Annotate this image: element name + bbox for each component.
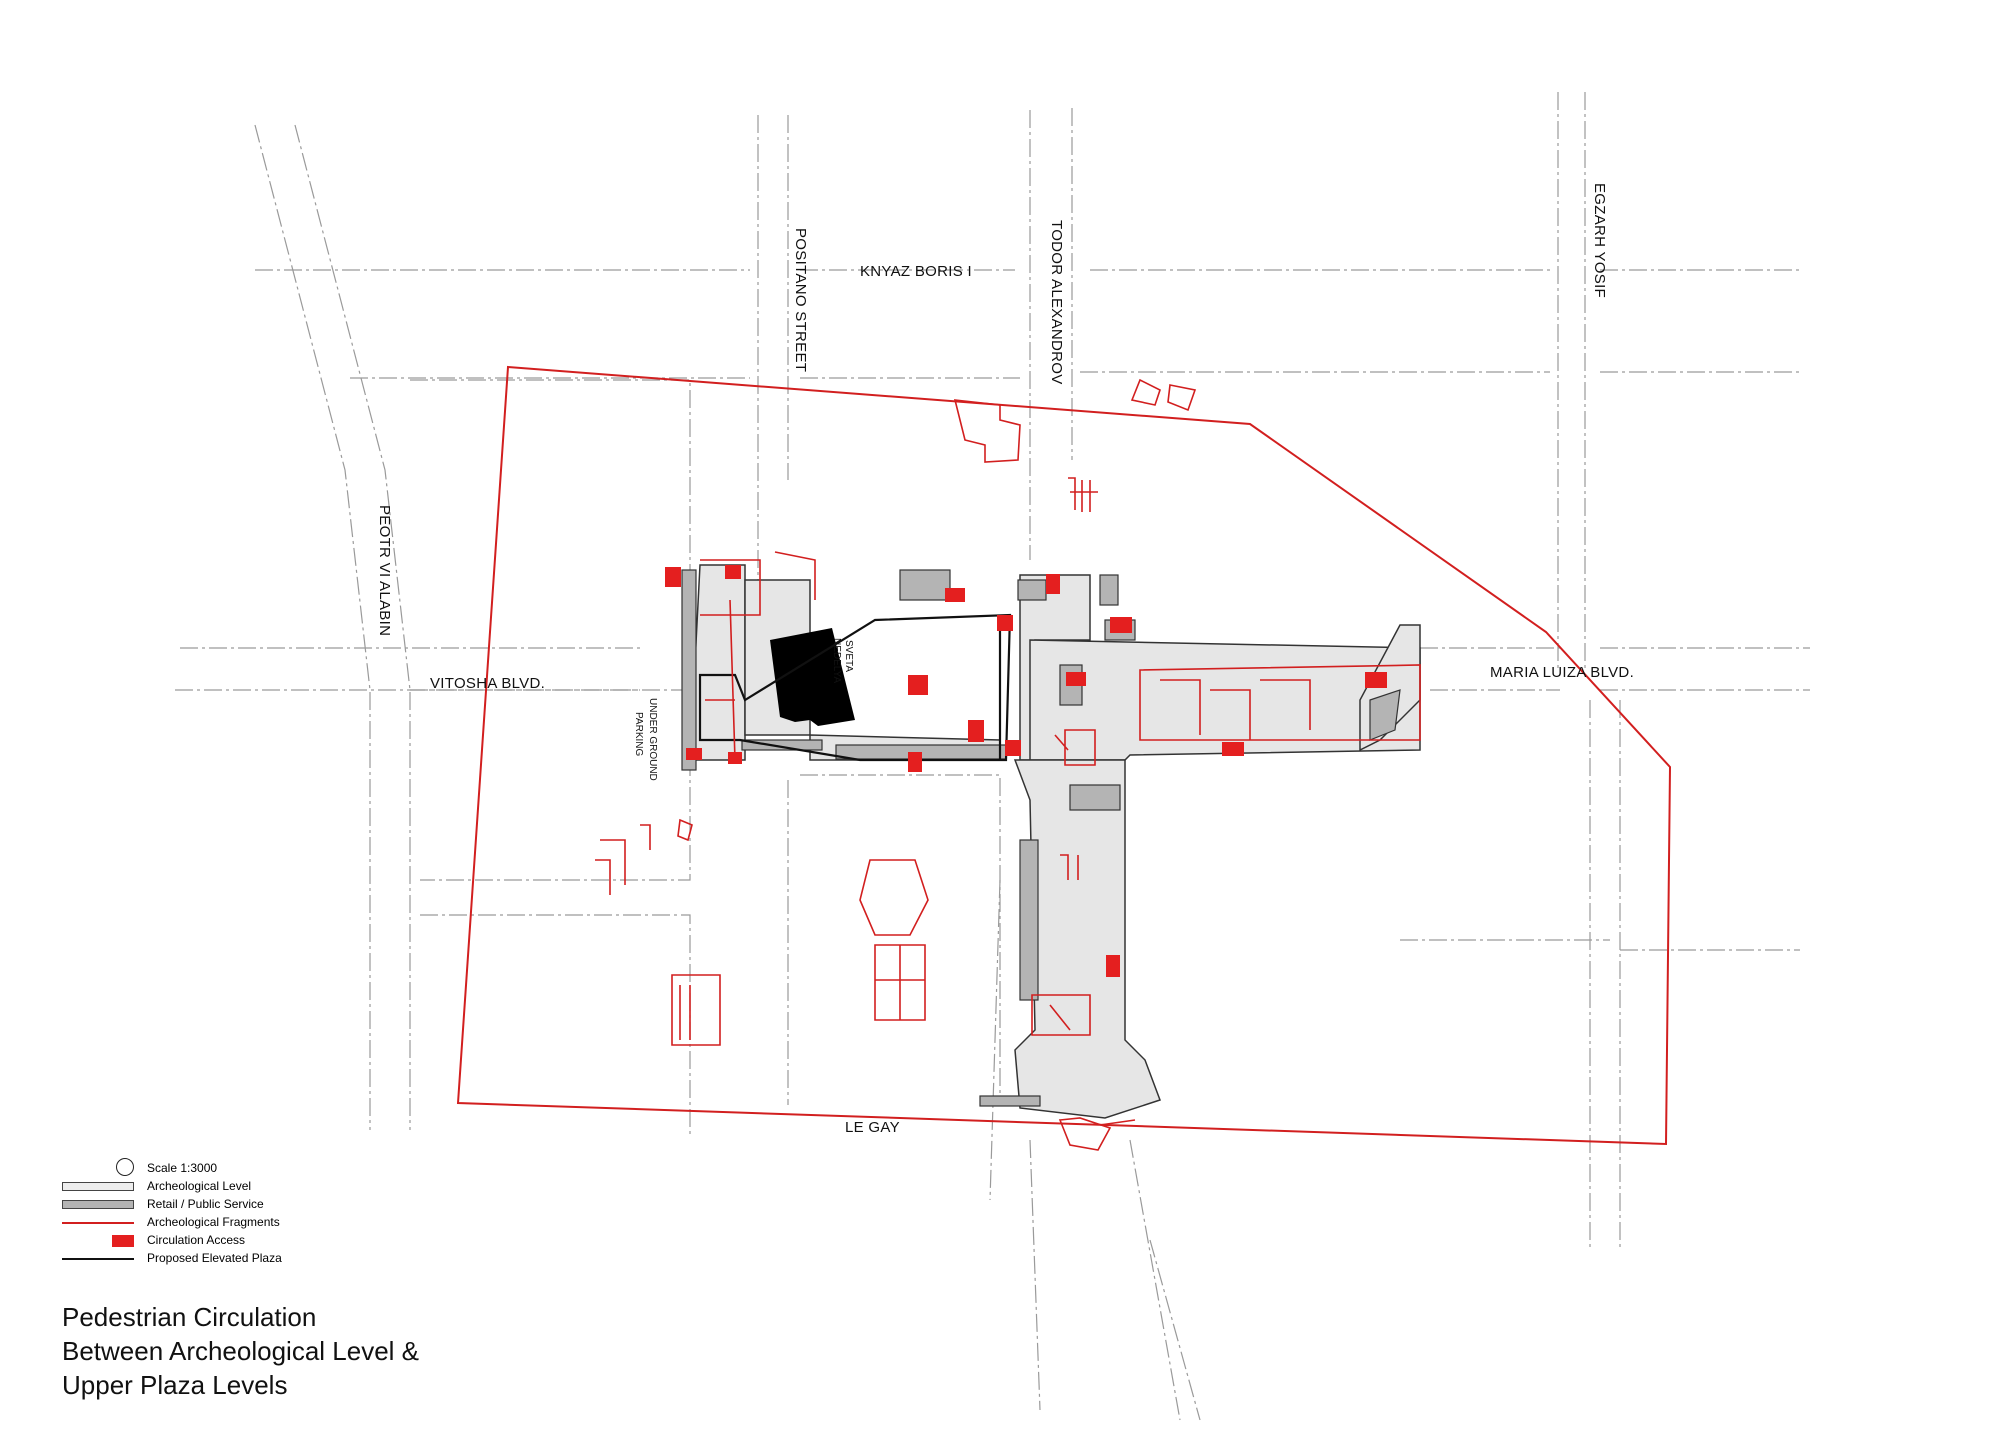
parking-label-line1: UNDER GROUND [647,698,658,781]
legend-fragments: Archeological Fragments [62,1214,382,1232]
street-label-peotr: PEOTR VI ALABIN [376,505,393,636]
title-line-1: Pedestrian Circulation [62,1302,317,1332]
title-line-2: Between Archeological Level & [62,1336,420,1366]
legend: Scale 1:3000 Archeological Level Retail … [62,1158,382,1268]
street-label-positano: POSITANO STREET [792,228,809,372]
legend-scale: Scale 1:3000 [62,1158,382,1178]
legend-retail: Retail / Public Service [62,1196,382,1214]
archeological-level [689,564,1421,1119]
street-grid [175,92,1810,1421]
proposed-elevated-plaza [698,613,1012,762]
church-label-line1: SVETA [843,640,854,672]
fragments-line-icon [62,1222,134,1224]
sveta-nedelya-church [770,628,855,726]
access-square-icon [112,1235,134,1247]
legend-access: Circulation Access [62,1232,382,1250]
archeological-level-swatch-icon [62,1182,134,1191]
street-label-vitosha: VITOSHA BLVD. [430,675,545,692]
street-label-egzarh: EGZARH YOSIF [1591,183,1608,298]
archeological-fragments [595,378,1421,1151]
drawing-title: Pedestrian Circulation Between Archeolog… [62,1300,419,1402]
legend-archeological-level: Archeological Level [62,1178,382,1196]
circulation-access-points [665,565,1387,977]
retail-swatch-icon [62,1200,134,1209]
street-label-maria-luiza: MARIA LUIZA BLVD. [1490,664,1634,681]
plaza-line-icon [62,1258,134,1260]
title-line-3: Upper Plaza Levels [62,1370,288,1400]
street-label-todor: TODOR ALEXANDROV [1048,220,1065,385]
parking-label-line2: PARKING [633,712,644,756]
site-boundary [456,365,1672,1146]
scale-circle-icon [62,1158,134,1176]
street-label-le-gay: LE GAY [845,1119,900,1136]
church-label-line2: NEDELYA [831,638,842,684]
legend-plaza: Proposed Elevated Plaza [62,1250,382,1268]
street-label-knyaz-boris: KNYAZ BORIS I [860,263,972,280]
